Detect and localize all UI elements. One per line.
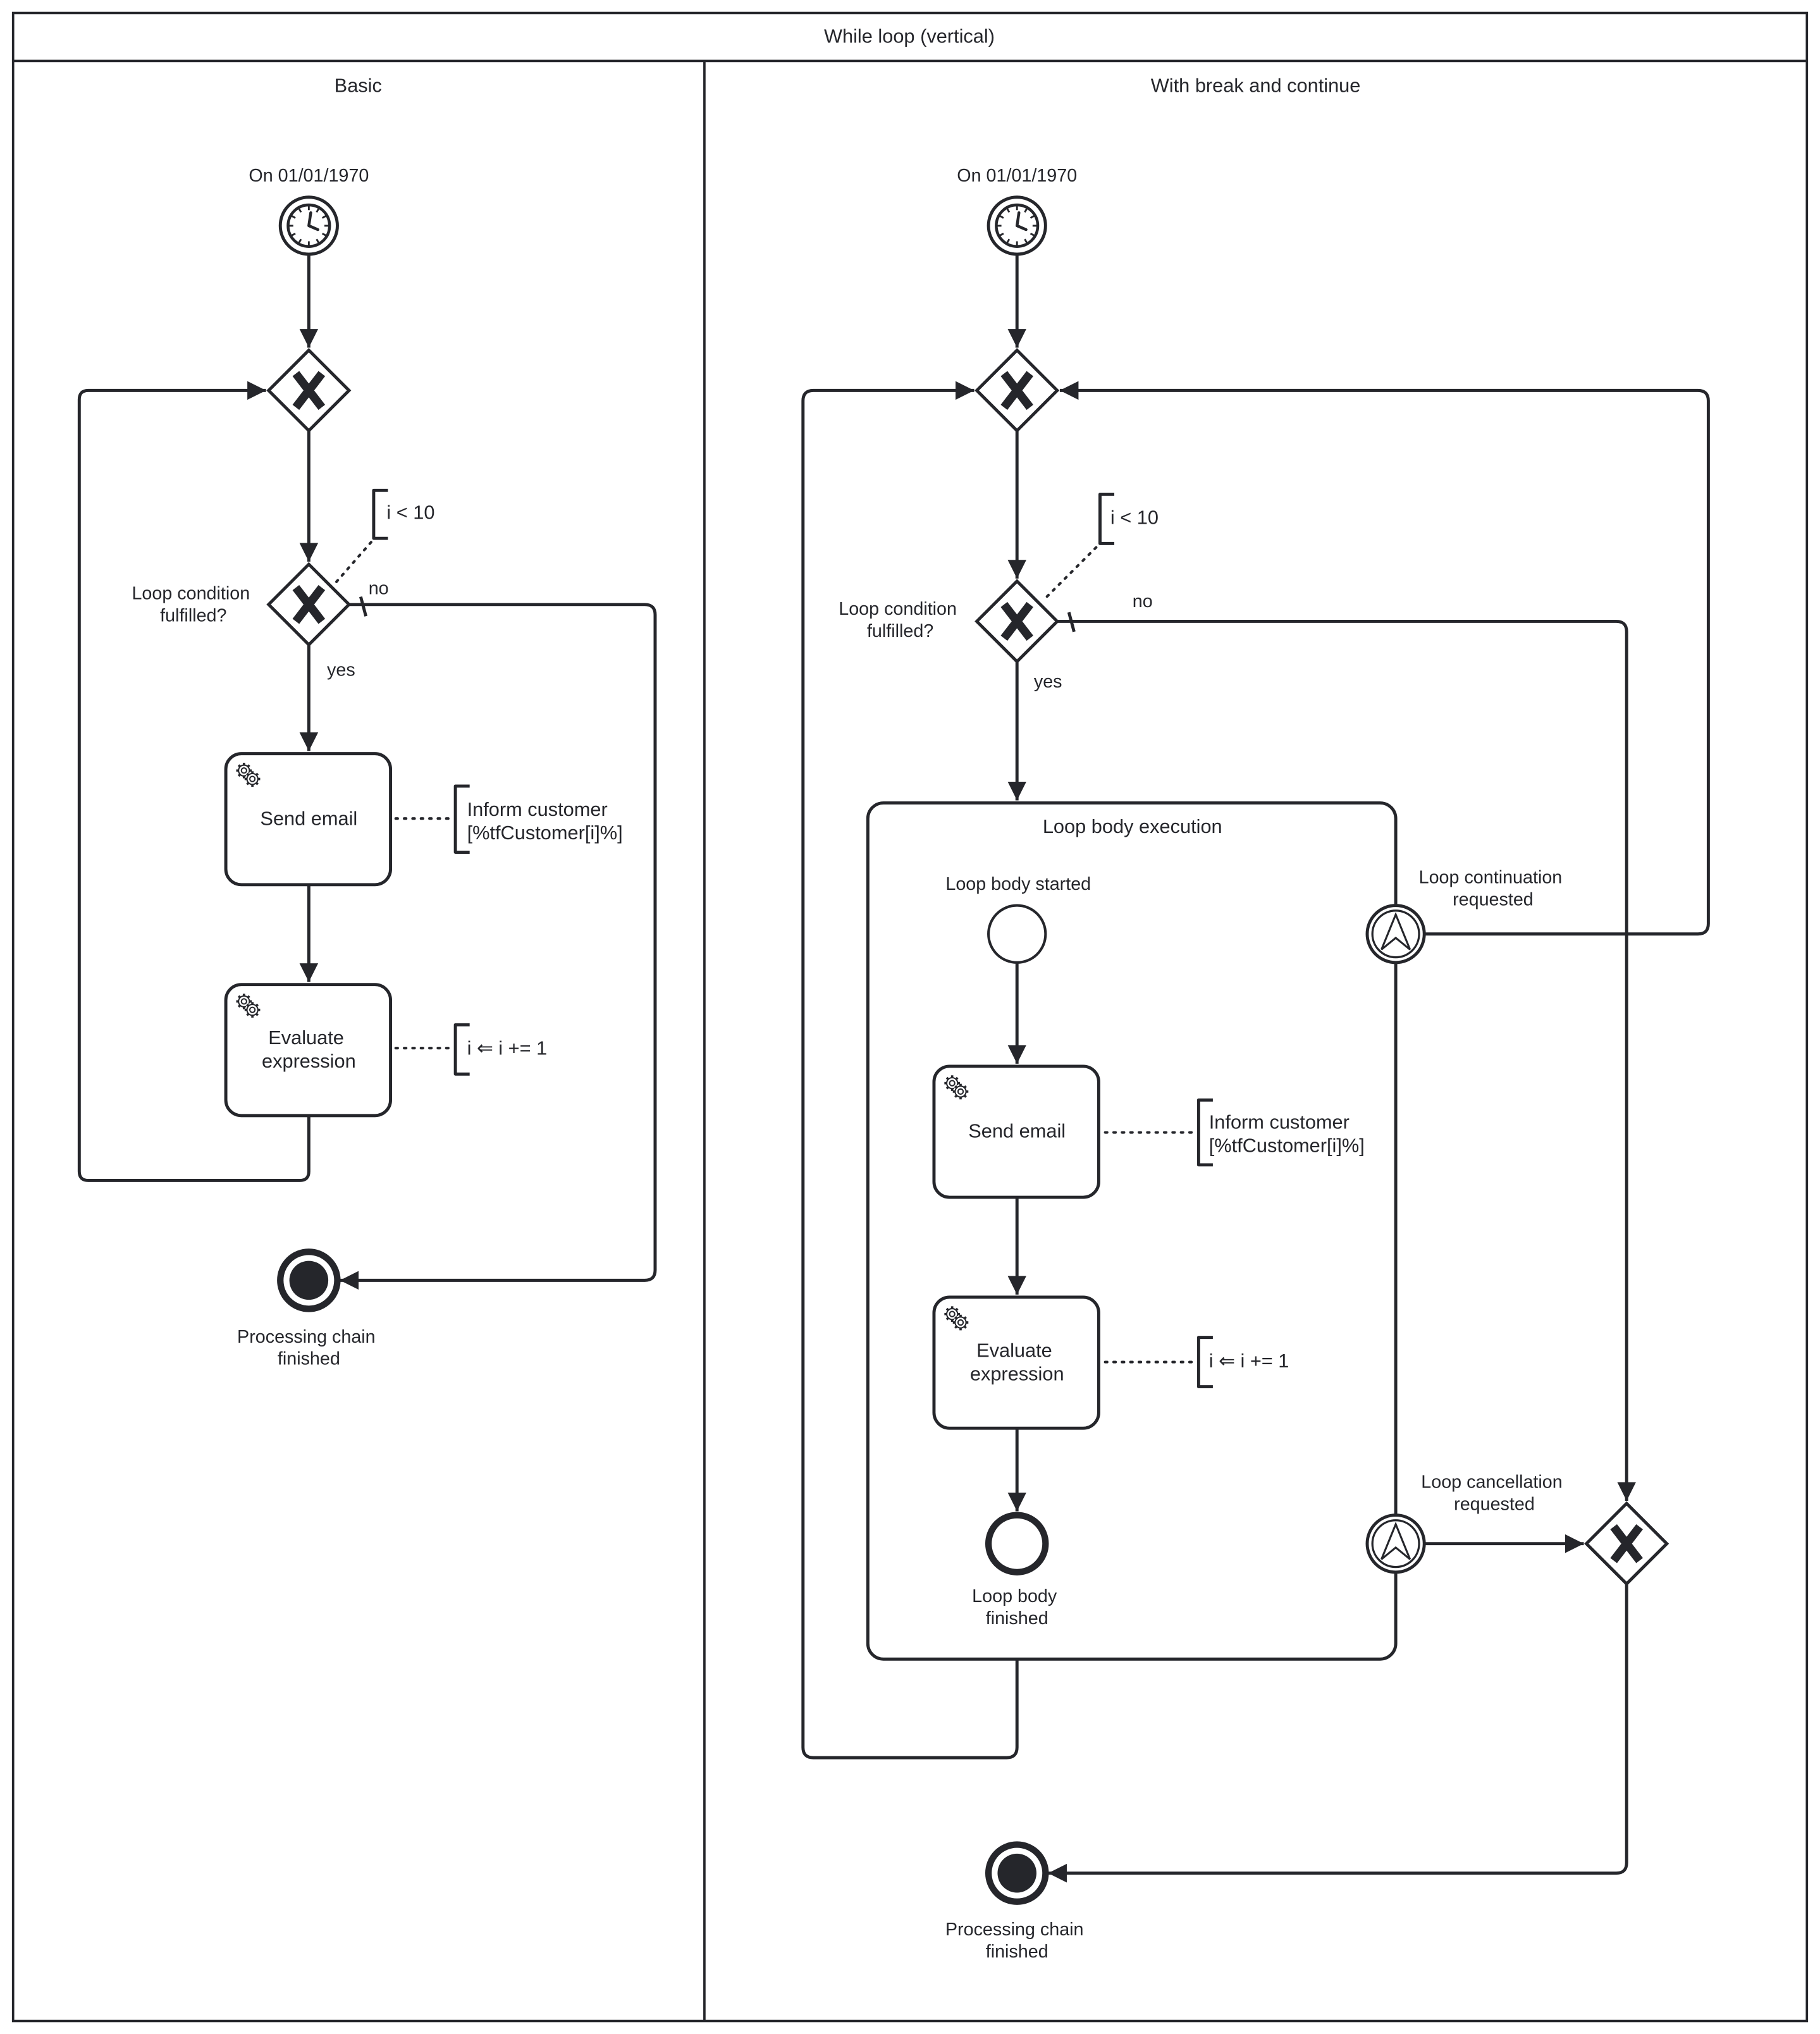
subprocess-end-label: Loop body finished bbox=[972, 1586, 1062, 1629]
lane-basic: Basic On 01/01/1970 i < 10 Loop conditio… bbox=[77, 75, 657, 1369]
end-event-label: Processing chain finished bbox=[945, 1920, 1089, 1962]
default-flow-marker bbox=[1067, 612, 1076, 632]
flow-no-to-exit-gateway bbox=[1057, 619, 1636, 1501]
subprocess-loop-body[interactable]: Loop body execution bbox=[866, 801, 1398, 1661]
timer-start-event[interactable] bbox=[988, 197, 1045, 254]
task-send-email[interactable]: Send email bbox=[224, 752, 393, 887]
escalation-icon bbox=[1367, 906, 1424, 963]
task-send-email[interactable]: Send email bbox=[932, 1064, 1100, 1199]
task-label: Send email bbox=[260, 807, 357, 829]
end-event[interactable] bbox=[985, 1841, 1049, 1905]
task-label: Send email bbox=[968, 1120, 1066, 1142]
task-annotation: i ⇐ i += 1 bbox=[1209, 1350, 1289, 1372]
boundary-continuation-label: Loop continuation requested bbox=[1419, 868, 1568, 910]
pool-title: While loop (vertical) bbox=[824, 25, 995, 47]
condition-annotation-bracket bbox=[1098, 492, 1115, 545]
subprocess-title: Loop body execution bbox=[1043, 815, 1222, 837]
flow-continue-to-merge bbox=[1059, 381, 1710, 936]
timer-start-event[interactable] bbox=[280, 197, 337, 254]
end-event-label: Processing chain finished bbox=[237, 1327, 381, 1369]
no-label: no bbox=[1133, 591, 1153, 612]
yes-label: yes bbox=[1034, 672, 1062, 692]
flow-no-to-end bbox=[340, 603, 657, 1290]
lane-title: Basic bbox=[335, 75, 382, 97]
task-annotation: i ⇐ i += 1 bbox=[467, 1037, 548, 1059]
annotation-bracket bbox=[1196, 1336, 1213, 1389]
task-annotation: Inform customer [%tfCustomer[i]%] bbox=[1209, 1111, 1365, 1156]
condition-annotation-bracket bbox=[372, 488, 388, 540]
condition-gateway-label: Loop condition fulfilled? bbox=[132, 584, 255, 626]
task-label: Evaluate expression bbox=[262, 1026, 356, 1072]
timer-start-label: On 01/01/1970 bbox=[957, 166, 1077, 186]
timer-icon bbox=[988, 197, 1045, 254]
timer-start-label: On 01/01/1970 bbox=[249, 166, 369, 186]
boundary-event-continuation[interactable] bbox=[1367, 906, 1424, 963]
condition-gateway-label: Loop condition fulfilled? bbox=[839, 599, 962, 641]
lane-break-continue: With break and continue On 01/01/1970 i … bbox=[801, 75, 1710, 1962]
annotation-bracket bbox=[453, 1023, 470, 1076]
boundary-event-cancellation[interactable] bbox=[1367, 1515, 1424, 1572]
flow-loop-back bbox=[801, 381, 1019, 1760]
lane-title: With break and continue bbox=[1151, 75, 1361, 97]
task-evaluate-expression[interactable]: Evaluate expression bbox=[224, 983, 393, 1118]
yes-label: yes bbox=[327, 660, 355, 681]
subprocess-start-event[interactable] bbox=[987, 904, 1047, 964]
condition-annotation: i < 10 bbox=[1110, 507, 1159, 529]
annotation-bracket bbox=[453, 784, 470, 854]
end-event[interactable] bbox=[277, 1248, 341, 1312]
annotation-bracket bbox=[1196, 1098, 1213, 1167]
task-evaluate-expression[interactable]: Evaluate expression bbox=[932, 1295, 1100, 1430]
condition-annotation: i < 10 bbox=[386, 501, 434, 523]
flow-exit-to-end bbox=[1048, 1584, 1628, 1883]
escalation-icon bbox=[1367, 1515, 1424, 1572]
task-label: Evaluate expression bbox=[970, 1339, 1064, 1384]
boundary-cancellation-label: Loop cancellation requested bbox=[1421, 1472, 1567, 1515]
timer-icon bbox=[280, 197, 337, 254]
subprocess-start-label: Loop body started bbox=[945, 874, 1091, 894]
subprocess-end-event[interactable] bbox=[985, 1512, 1049, 1575]
default-flow-marker bbox=[359, 596, 367, 617]
condition-association bbox=[333, 541, 372, 586]
no-label: no bbox=[369, 578, 389, 598]
task-annotation: Inform customer [%tfCustomer[i]%] bbox=[467, 798, 623, 844]
flow-loop-back bbox=[77, 381, 311, 1182]
